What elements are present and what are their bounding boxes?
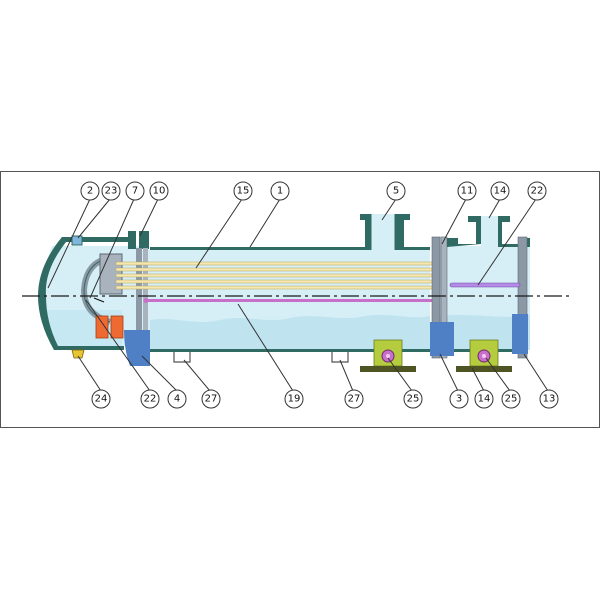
- callout-label: 25: [505, 394, 518, 405]
- callout-label: 2: [87, 186, 93, 197]
- callout-19: 19: [284, 389, 304, 409]
- right-section: [430, 216, 530, 359]
- callout-label: 13: [543, 394, 556, 405]
- flow-arrow: [93, 297, 105, 303]
- callout-5: 5: [386, 181, 406, 201]
- leader-lines: [47, 198, 549, 392]
- heater-block-left: [95, 315, 109, 339]
- callout-15: 15: [233, 181, 253, 201]
- callout-14-top: 14: [490, 181, 510, 201]
- callout-14-bottom: 14: [474, 389, 494, 409]
- nozzle-5: [370, 214, 396, 250]
- right-top-wall: [447, 216, 481, 247]
- support-left: [173, 352, 191, 363]
- callout-label: 27: [205, 394, 218, 405]
- fitting-23: [71, 235, 83, 246]
- callout-2: 2: [80, 181, 100, 201]
- callout-label: 11: [461, 186, 474, 197]
- tubesheet-11b: [440, 236, 448, 359]
- heater-block-right: [110, 315, 124, 339]
- callout-label: 22: [144, 394, 157, 405]
- callout-11: 11: [457, 181, 477, 201]
- tubesheet-left-b: [143, 248, 148, 348]
- callout-7: 7: [125, 181, 145, 201]
- callout-23: 23: [101, 181, 121, 201]
- callout-label: 15: [237, 186, 250, 197]
- head-liquid: [44, 310, 122, 346]
- callout-22-bottom: 22: [140, 389, 160, 409]
- flange-3: [430, 322, 454, 356]
- callout-3: 3: [449, 389, 469, 409]
- shell-bottom-wall: [150, 349, 430, 352]
- callout-label: 27: [348, 394, 361, 405]
- callout-label: 19: [288, 394, 301, 405]
- tubesheet-left: [136, 248, 142, 348]
- saddle-left: [360, 339, 416, 372]
- callout-label: 1: [277, 186, 283, 197]
- callout-label: 14: [478, 394, 491, 405]
- callout-27-right: 27: [344, 389, 364, 409]
- callout-27-left: 27: [201, 389, 221, 409]
- callout-label: 4: [174, 394, 180, 405]
- rod-22: [449, 282, 521, 288]
- callout-label: 5: [393, 186, 399, 197]
- callout-label: 14: [494, 186, 507, 197]
- callout-label: 25: [407, 394, 420, 405]
- callout-25-left: 25: [403, 389, 423, 409]
- callout-label: 3: [456, 394, 462, 405]
- callout-13: 13: [539, 389, 559, 409]
- flange-10-top-b: [139, 231, 149, 249]
- supports-27: [173, 352, 349, 363]
- callout-label: 22: [531, 186, 544, 197]
- callout-label: 7: [132, 186, 138, 197]
- right-liquid: [440, 314, 530, 350]
- saddle-right: [456, 339, 512, 372]
- callout-label: 10: [153, 186, 166, 197]
- callout-24: 24: [91, 389, 111, 409]
- drain-24: [71, 349, 85, 359]
- nozzle-14: [481, 216, 498, 246]
- callout-4: 4: [167, 389, 187, 409]
- pipe-19: [146, 299, 442, 302]
- callout-10: 10: [149, 181, 169, 201]
- liquid-level: [150, 314, 430, 352]
- support-right: [331, 352, 349, 363]
- flange-13: [517, 236, 528, 359]
- shell-top-wall-2: [396, 214, 430, 250]
- callout-22-top: 22: [527, 181, 547, 201]
- flange-10-top: [128, 231, 136, 249]
- callout-label: 24: [95, 394, 108, 405]
- callout-1: 1: [270, 181, 290, 201]
- callout-label: 23: [105, 186, 118, 197]
- callout-25-right: 25: [501, 389, 521, 409]
- tubesheet-11: [431, 236, 441, 359]
